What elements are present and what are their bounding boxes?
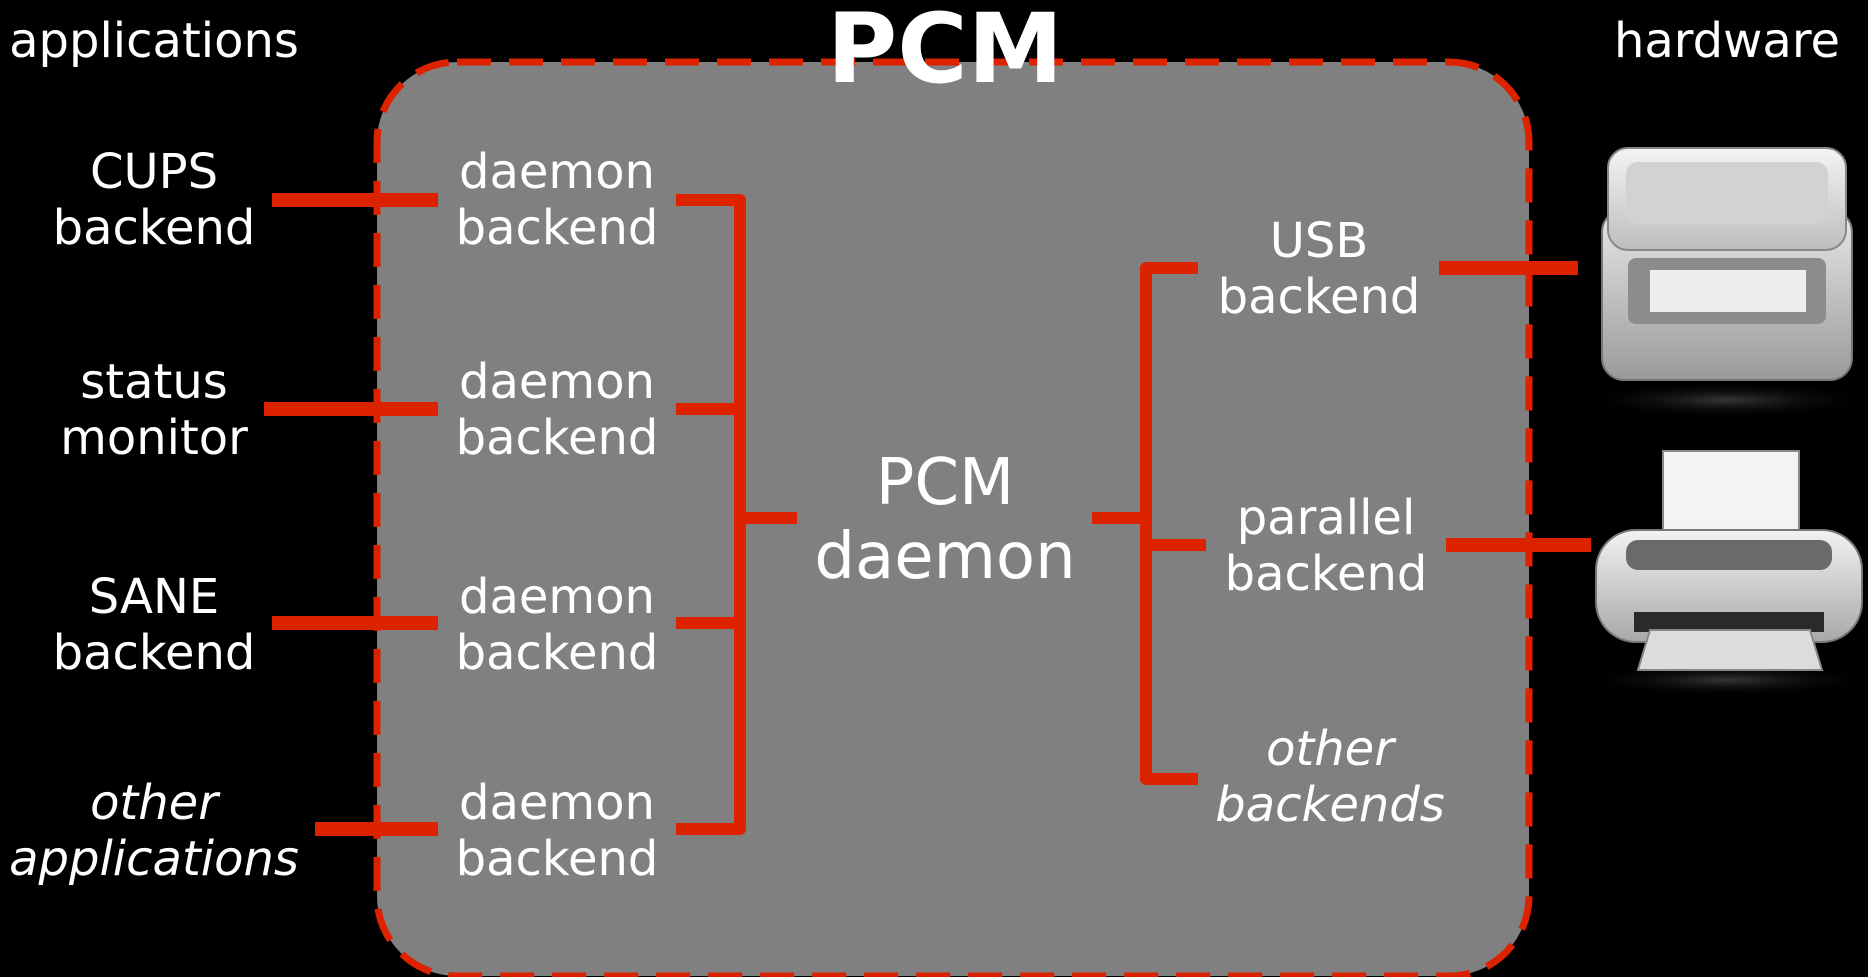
other-backends: other backends bbox=[1215, 721, 1445, 833]
daemon-backend-4: daemon backend bbox=[456, 775, 659, 887]
applications-header: applications bbox=[9, 13, 299, 69]
application-cups-backend: CUPS backend bbox=[53, 144, 256, 256]
left-bus-bracket bbox=[676, 194, 797, 835]
application-status-monitor: status monitor bbox=[60, 354, 248, 466]
scanner-icon bbox=[1577, 147, 1868, 418]
daemon-backend-line2: backend bbox=[456, 200, 659, 256]
usb-backend-line2: backend bbox=[1218, 269, 1421, 325]
printer-icon bbox=[1577, 450, 1868, 696]
daemon-backend-1: daemon backend bbox=[456, 144, 659, 256]
application-label-line2: backend bbox=[53, 625, 256, 681]
daemon-backend-line1: daemon bbox=[459, 354, 655, 410]
right-bus-bracket bbox=[1092, 262, 1206, 785]
daemon-backend-line2: backend bbox=[456, 625, 659, 681]
diagram-title: PCM bbox=[827, 0, 1063, 105]
application-label-line1: SANE bbox=[89, 569, 219, 625]
application-label-line1: other bbox=[90, 775, 221, 831]
application-sane-backend: SANE backend bbox=[53, 569, 256, 681]
pcm-boundary-box bbox=[373, 58, 1533, 977]
daemon-backend-line2: backend bbox=[456, 831, 659, 887]
pcm-daemon-line2: daemon bbox=[814, 520, 1075, 594]
application-label-line2: applications bbox=[9, 831, 299, 887]
daemon-backend-line1: daemon bbox=[459, 144, 655, 200]
usb-backend: USB backend bbox=[1218, 213, 1421, 325]
application-label-line1: CUPS bbox=[90, 144, 218, 200]
pcm-daemon-line1: PCM bbox=[876, 446, 1015, 520]
application-label-line2: monitor bbox=[60, 410, 248, 466]
other-backends-line1: other bbox=[1266, 721, 1397, 777]
parallel-backend-line1: parallel bbox=[1237, 490, 1416, 546]
parallel-backend: parallel backend bbox=[1225, 490, 1428, 602]
usb-backend-line1: USB bbox=[1270, 213, 1369, 269]
daemon-backend-line1: daemon bbox=[459, 569, 655, 625]
daemon-backend-line1: daemon bbox=[459, 775, 655, 831]
daemon-backend-line2: backend bbox=[456, 410, 659, 466]
daemon-backend-3: daemon backend bbox=[456, 569, 659, 681]
parallel-backend-line2: backend bbox=[1225, 546, 1428, 602]
application-other-applications: other applications bbox=[9, 775, 299, 887]
application-label-line1: status bbox=[80, 354, 228, 410]
daemon-backend-2: daemon backend bbox=[456, 354, 659, 466]
application-label-line2: backend bbox=[53, 200, 256, 256]
other-backends-line2: backends bbox=[1215, 777, 1445, 833]
pcm-daemon-node: PCM daemon bbox=[814, 446, 1075, 594]
hardware-header: hardware bbox=[1614, 13, 1840, 69]
